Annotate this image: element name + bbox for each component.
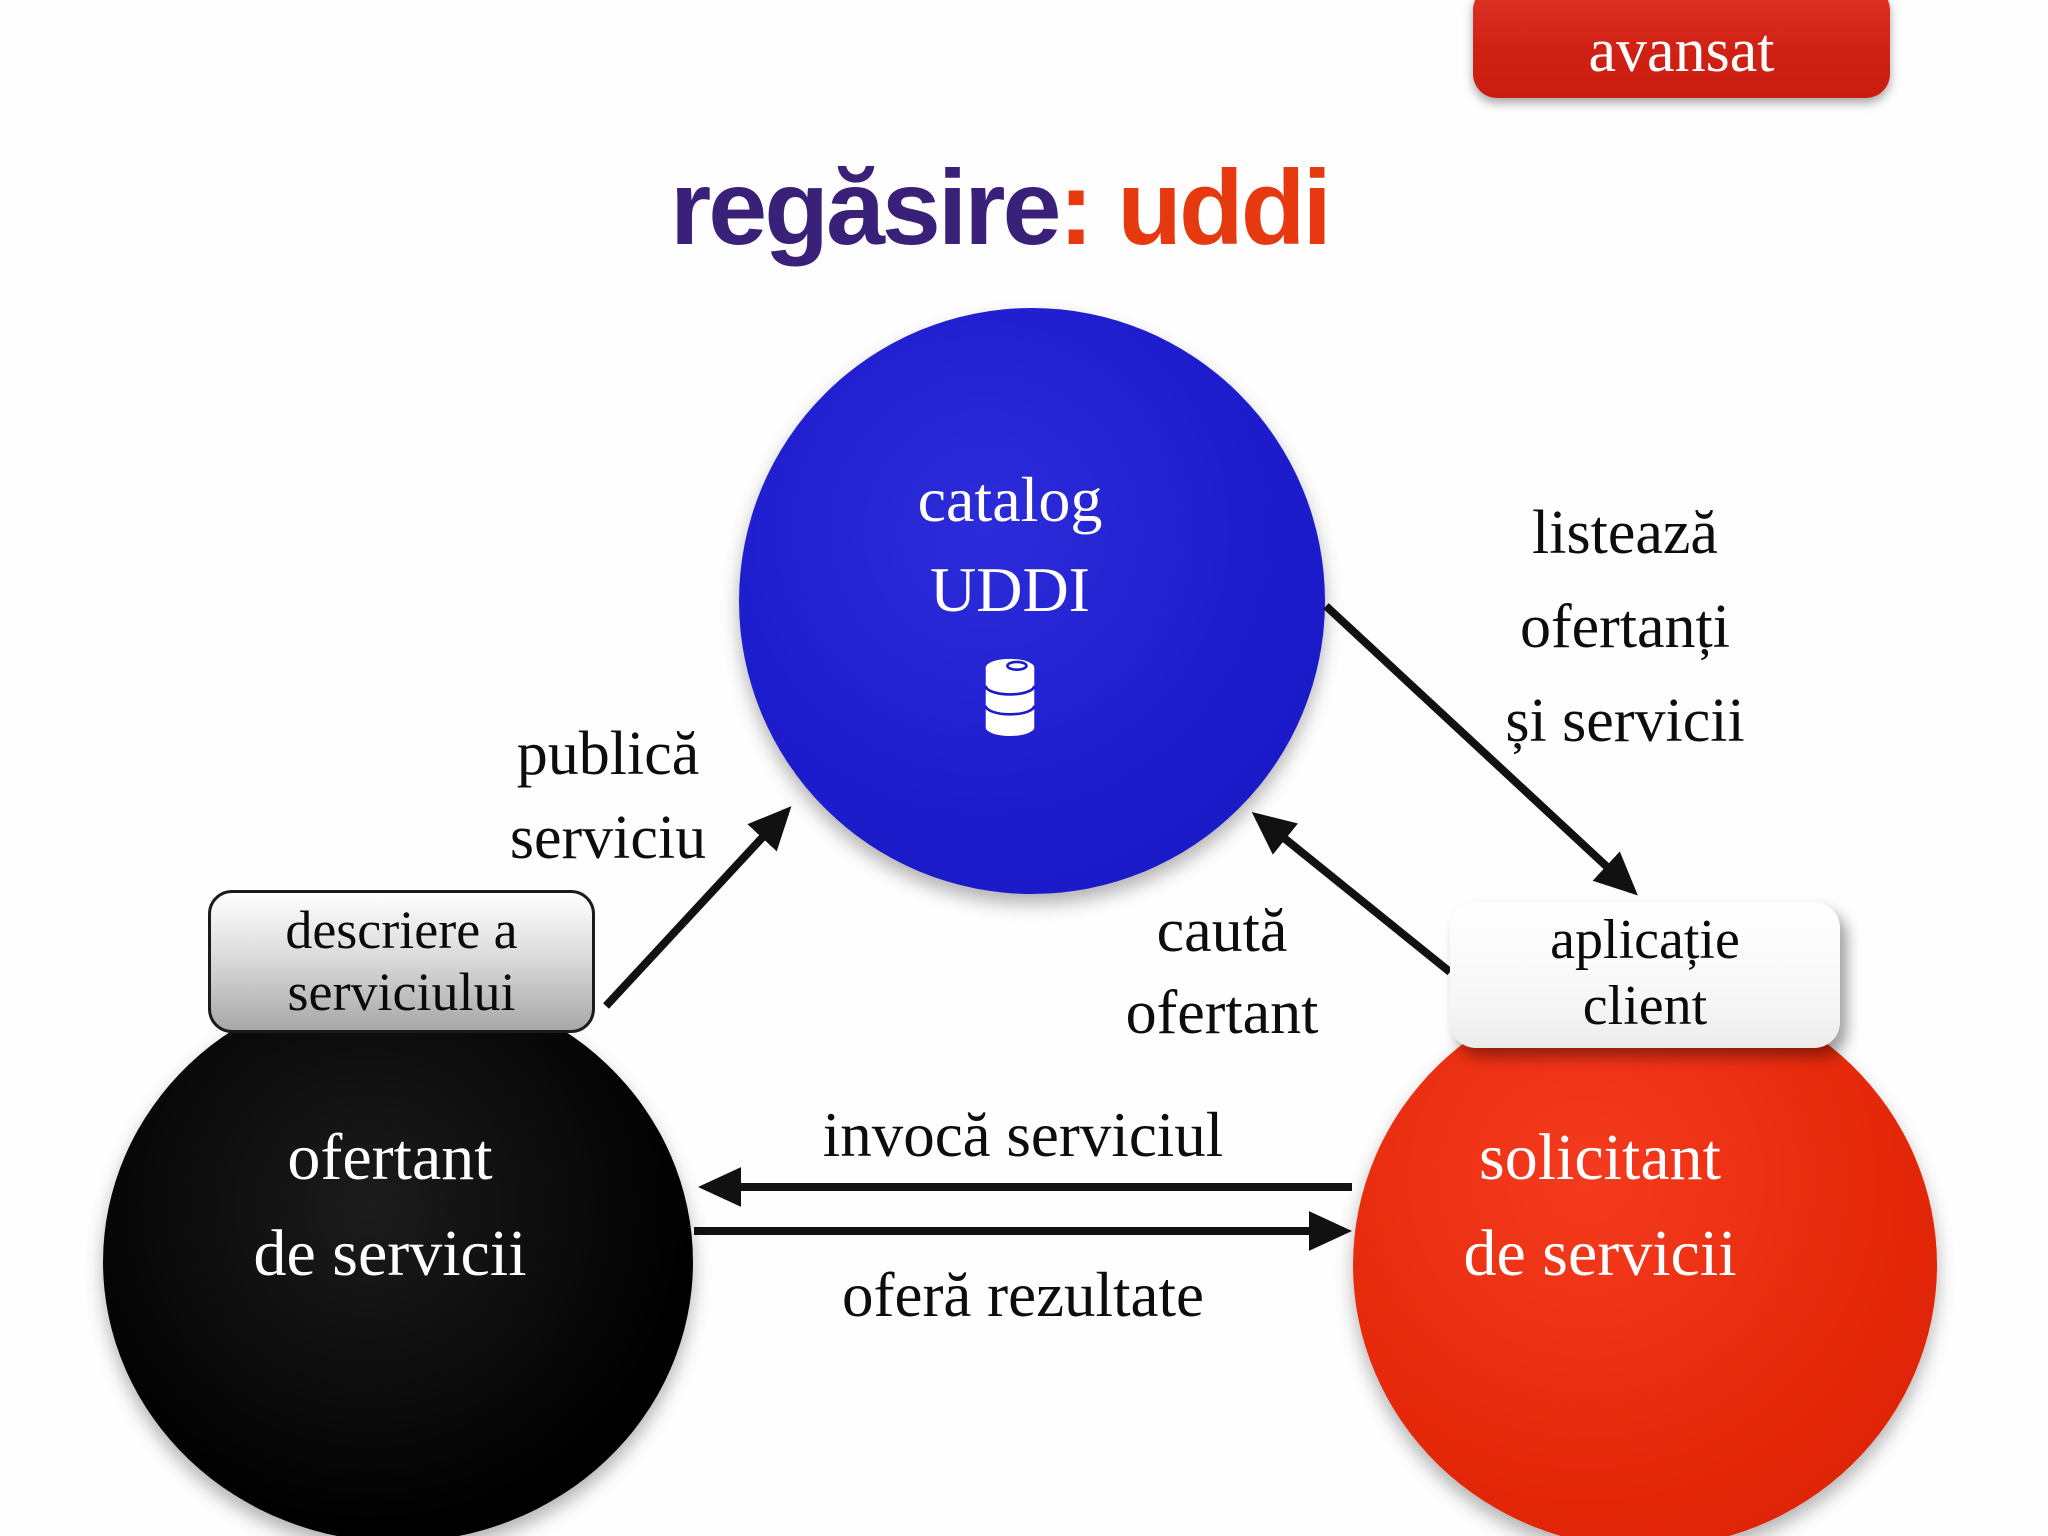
- client-application-callout: aplicație client: [1450, 902, 1840, 1048]
- service-description-callout: descriere a serviciului: [208, 890, 595, 1033]
- client-application-line1: aplicație: [1550, 909, 1740, 971]
- service-provider-label: ofertant de servicii: [100, 1110, 680, 1302]
- invoke-edge-label: invocă serviciul: [822, 1100, 1224, 1170]
- level-badge: avansat: [1473, 0, 1890, 98]
- service-provider-label-line1: ofertant: [287, 1121, 493, 1194]
- service-requester-node: [1353, 982, 1937, 1536]
- service-requester-label-line1: solicitant: [1479, 1121, 1721, 1194]
- service-requester-label-line2: de servicii: [1463, 1217, 1737, 1290]
- search-edge-line2: ofertant: [1125, 979, 1319, 1047]
- list-edge-line1: listează: [1532, 499, 1718, 567]
- uddi-catalog-label-line2: UDDI: [930, 554, 1090, 625]
- list-edge-line2: ofertanți: [1519, 593, 1730, 661]
- uddi-catalog-node: [739, 308, 1325, 894]
- list-edge-label: listează ofertanți și servicii: [1425, 486, 1825, 768]
- page-title-primary: regăsire: [670, 149, 1062, 267]
- publish-edge-label: publică serviciu: [408, 712, 808, 880]
- publish-arrow: [603, 806, 792, 1009]
- service-description-line1: descriere a: [285, 900, 518, 960]
- page-title-accent: : uddi: [1058, 149, 1332, 267]
- uddi-catalog-label-line1: catalog: [917, 464, 1103, 535]
- publish-edge-line2: serviciu: [509, 804, 707, 872]
- service-description-line2: serviciului: [287, 962, 516, 1022]
- service-provider-node: [103, 982, 693, 1536]
- publish-edge-line1: publică: [516, 720, 700, 788]
- search-edge-label: caută ofertant: [1022, 890, 1422, 1054]
- service-requester-label: solicitant de servicii: [1310, 1110, 1890, 1302]
- client-application-line2: client: [1582, 975, 1708, 1037]
- list-edge-line3: și servicii: [1505, 687, 1745, 755]
- level-badge-label: avansat: [1588, 17, 1775, 85]
- list-arrow: [1323, 603, 1638, 896]
- search-edge-line1: caută: [1156, 897, 1288, 965]
- page-title: regăsire: uddi: [670, 148, 1332, 269]
- uddi-catalog-label: catalog UDDI: [717, 455, 1303, 635]
- results-edge-label: oferă rezultate: [842, 1260, 1204, 1330]
- database-icon: [984, 658, 1036, 736]
- search-arrow: [1251, 811, 1453, 976]
- service-provider-label-line2: de servicii: [253, 1217, 527, 1290]
